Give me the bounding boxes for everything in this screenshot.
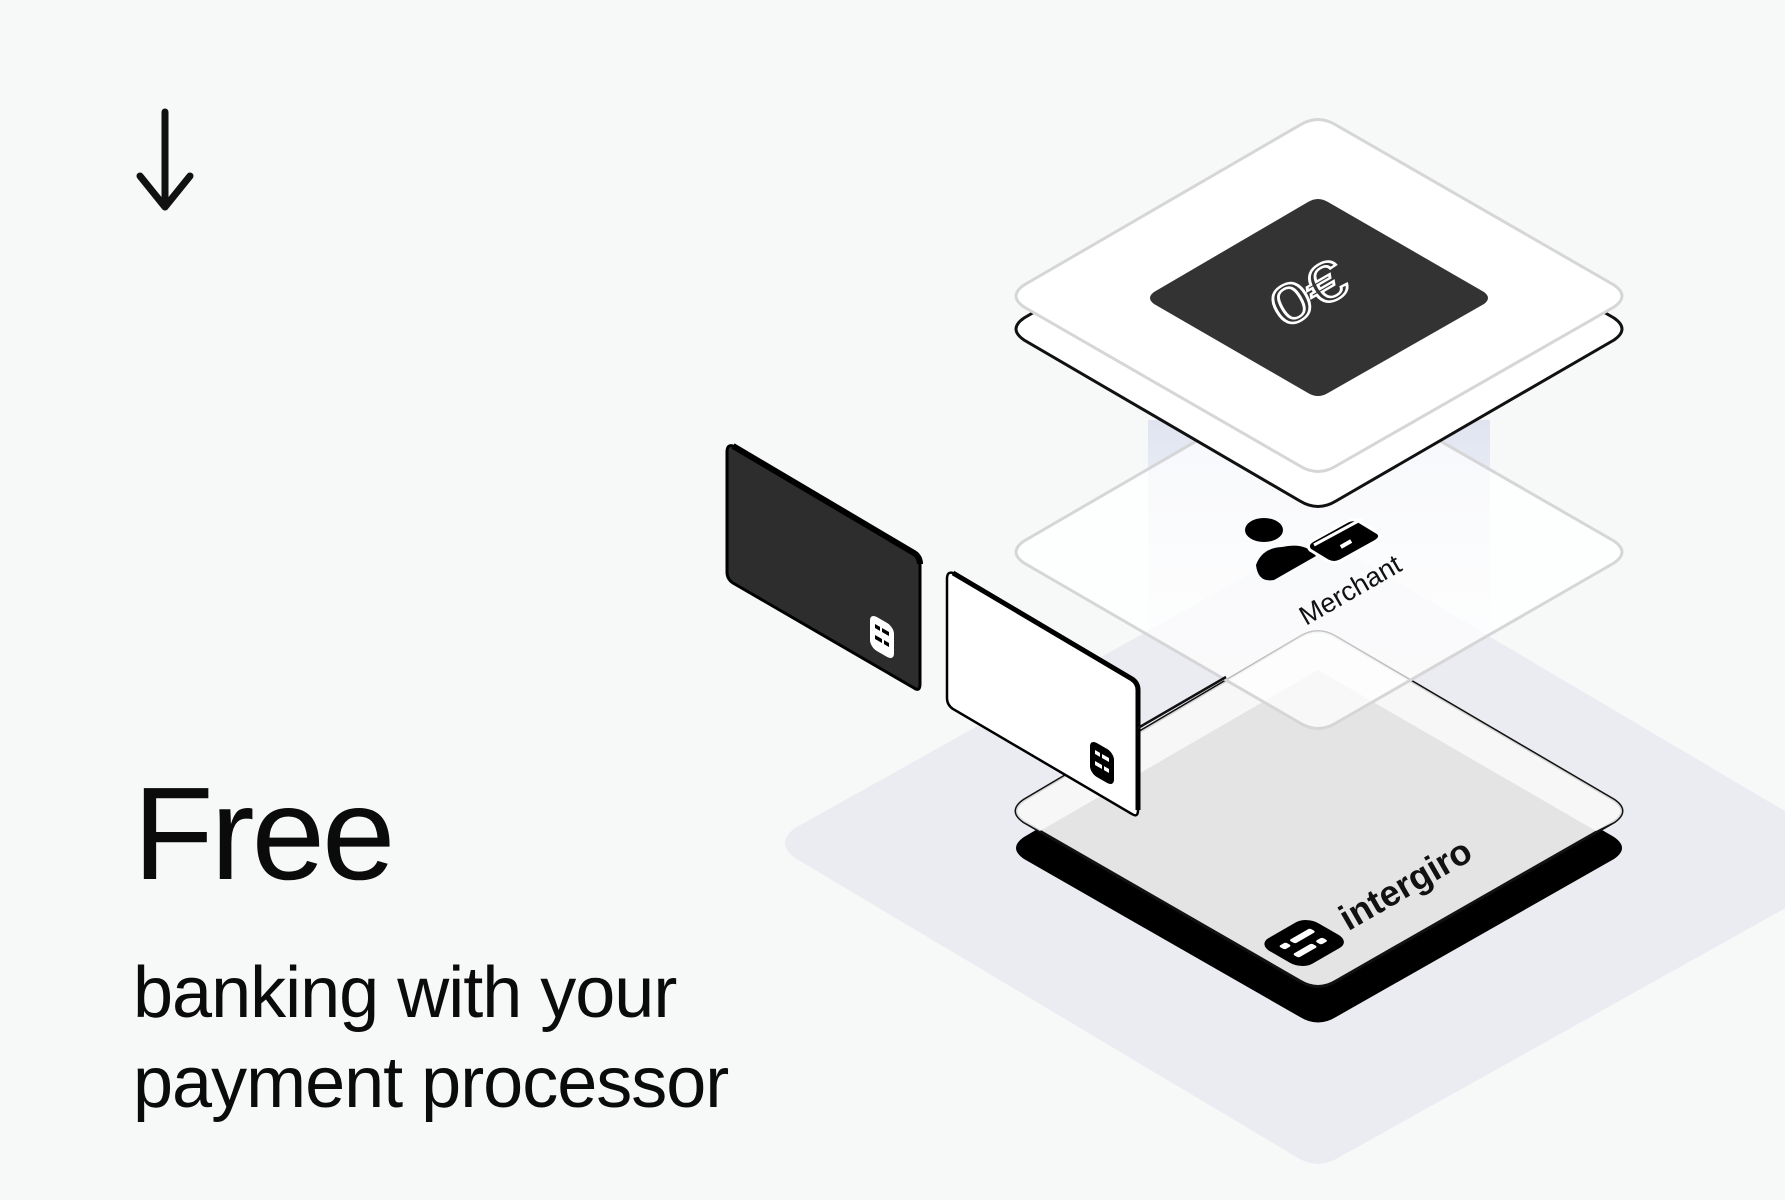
hero: Free banking with your payment processor [133, 760, 893, 1124]
scroll-down-arrow-button[interactable] [130, 104, 200, 216]
headline: Free [133, 760, 395, 907]
white-card [945, 570, 1141, 817]
dark-card [725, 443, 923, 691]
card-logo-icon [1090, 742, 1114, 784]
arrow-down-icon [136, 108, 194, 211]
merchant-card-icon [1245, 517, 1382, 581]
subheadline: banking with your payment processor [133, 948, 729, 1128]
intergiro-logo-icon [1264, 920, 1344, 966]
subheadline-line-2: payment processor [133, 1043, 729, 1123]
subheadline-line-1: banking with your [133, 953, 677, 1033]
card-connector [1137, 675, 1227, 730]
zero-euro-tile [1150, 199, 1488, 396]
card-logo-icon [870, 616, 894, 658]
